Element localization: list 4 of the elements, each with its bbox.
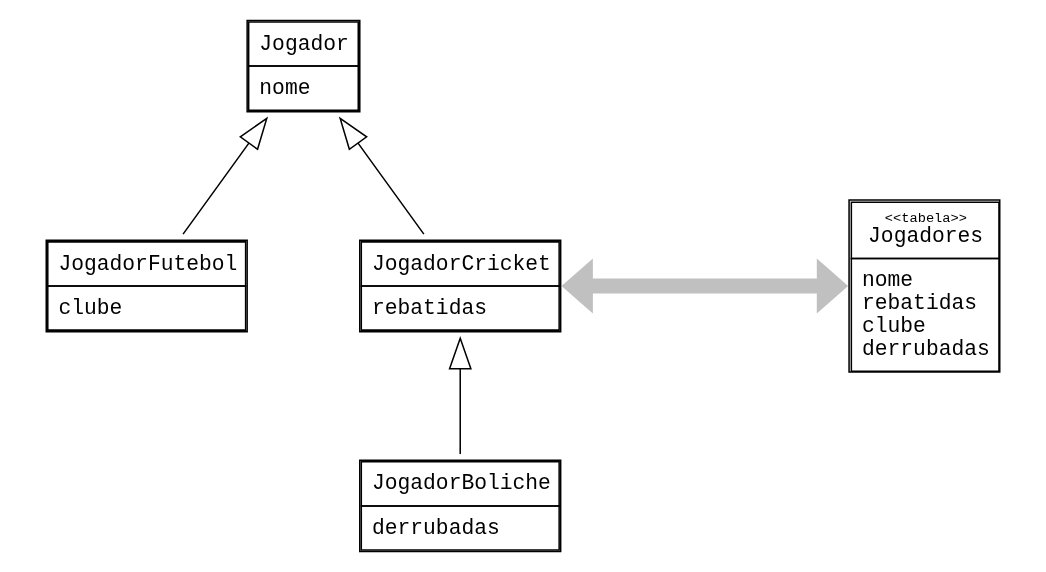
arrow: [561, 258, 849, 314]
arrow: [182, 116, 269, 235]
arrow: [448, 336, 472, 455]
arrow: [338, 116, 425, 235]
